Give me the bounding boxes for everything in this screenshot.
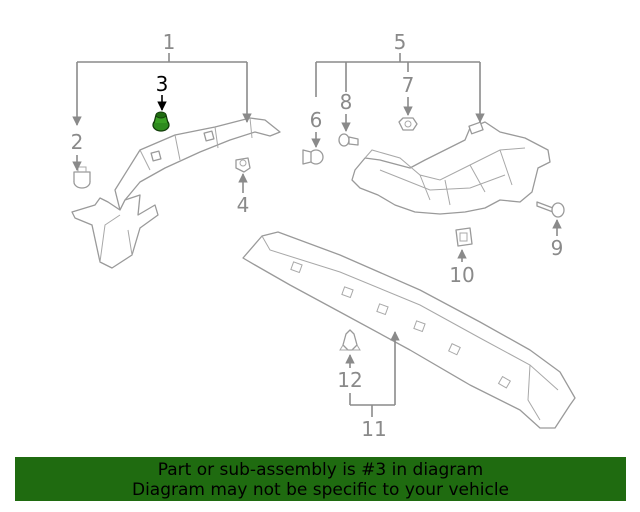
part-9-screw[interactable] [536,201,565,218]
callout-8: 8 [340,90,353,114]
callout-12: 12 [337,368,362,392]
callout-10: 10 [449,263,474,287]
callout-4: 4 [237,193,250,217]
callout-5: 5 [394,30,407,54]
part-8-screw[interactable] [338,133,359,147]
callout-7: 7 [402,73,415,97]
part-10-nut[interactable] [455,227,473,247]
callout-1: 1 [163,30,176,54]
part-5-quarter-trim[interactable] [351,121,551,215]
part-11-sill-garnish[interactable] [242,231,576,429]
callout-numbers: 1 2 3 4 5 6 7 8 9 10 11 12 [71,30,564,441]
callout-6: 6 [310,108,323,132]
part-12-clip[interactable] [339,329,361,351]
diagram-notice-banner: Part or sub-assembly is #3 in diagram Di… [15,457,626,501]
part-2-clip[interactable] [73,166,91,189]
callout-9: 9 [551,236,564,260]
callout-11: 11 [361,417,386,441]
callout-3: 3 [156,72,169,96]
part-3-clip-highlighted[interactable] [152,111,170,132]
banner-line-1: Part or sub-assembly is #3 in diagram [157,460,484,480]
leader-lines [72,53,562,417]
part-4-clip[interactable] [235,157,251,173]
part-1-pillar-trim[interactable] [71,117,281,269]
part-6-clip[interactable] [302,149,324,165]
part-7-clip[interactable] [398,117,418,131]
callout-2: 2 [71,130,84,154]
banner-line-2: Diagram may not be specific to your vehi… [131,480,509,500]
